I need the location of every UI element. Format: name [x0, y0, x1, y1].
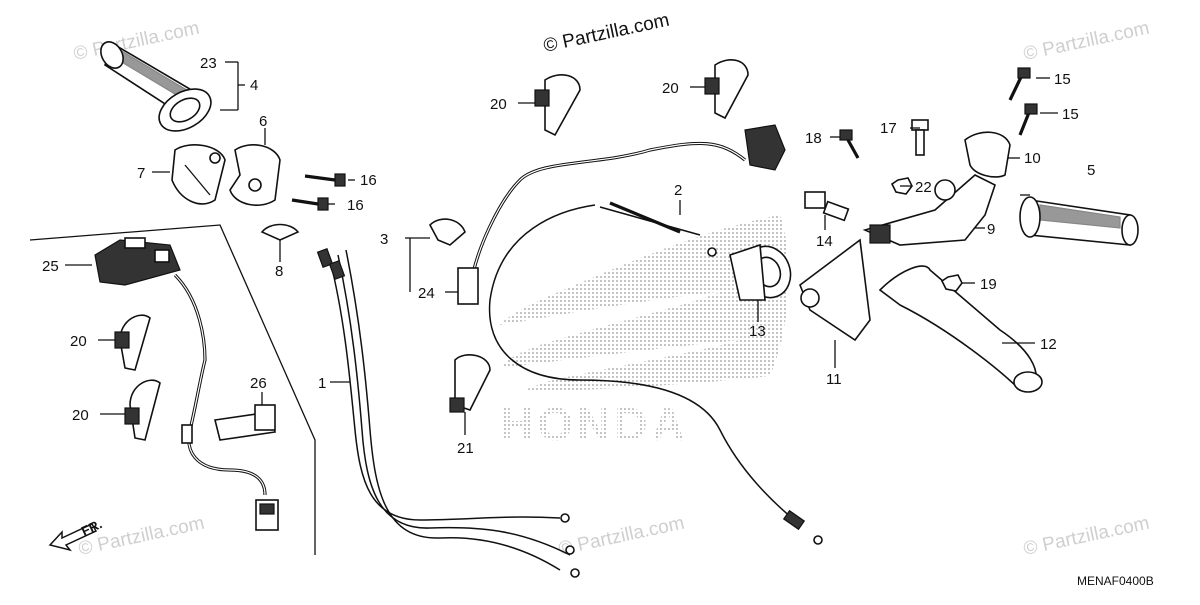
throttle-grip	[100, 41, 212, 132]
callout-24: 24	[418, 285, 435, 302]
switch-harness-cable	[457, 124, 786, 305]
callout-19: 19	[980, 276, 997, 293]
sub-assembly-boundary	[29, 224, 316, 555]
callout-4: 4	[250, 77, 258, 94]
callout-2: 2	[674, 182, 682, 199]
adjuster-14	[804, 191, 850, 222]
cable-clamp-20-left-lower	[124, 379, 161, 441]
throttle-housing-lower	[229, 144, 281, 206]
callout-6: 6	[259, 113, 267, 130]
cable-clamp-20-top-b	[704, 59, 749, 120]
callout-8: 8	[275, 263, 283, 280]
callout-20-d: 20	[72, 407, 89, 424]
clip-8	[260, 223, 300, 241]
lever-bracket-11	[799, 238, 871, 342]
diagram-code: MENAF0400B	[1077, 574, 1154, 588]
hot-start-lever-13	[729, 243, 792, 301]
callout-3: 3	[380, 231, 388, 248]
callout-15-a: 15	[1054, 71, 1071, 88]
callout-25: 25	[42, 258, 59, 275]
cable-clamp-20-top-a	[534, 74, 581, 137]
callout-16-a: 16	[360, 172, 377, 189]
callout-9: 9	[987, 221, 995, 238]
band-21	[449, 354, 491, 413]
callout-18: 18	[805, 130, 822, 147]
callout-7: 7	[137, 165, 145, 182]
left-grip-5	[1019, 196, 1139, 246]
callout-22: 22	[915, 179, 932, 196]
clutch-perch-9	[862, 174, 996, 246]
callout-14: 14	[816, 233, 833, 250]
callout-23: 23	[200, 55, 217, 72]
nut-19	[940, 274, 963, 292]
watermark: © Partzilla.com	[557, 513, 687, 560]
screw-16-b	[291, 197, 329, 211]
watermark-main: © Partzilla.com	[542, 10, 672, 57]
callout-11: 11	[826, 371, 842, 388]
clip-3	[429, 218, 466, 246]
bolt-15-a	[1008, 67, 1031, 101]
screw-16-a	[304, 173, 346, 187]
callout-20-b: 20	[662, 80, 679, 97]
clip-26	[214, 404, 276, 441]
callout-20-c: 20	[70, 333, 87, 350]
callout-5: 5	[1087, 162, 1095, 179]
throttle-cables	[316, 248, 580, 578]
throttle-housing-upper	[171, 144, 226, 205]
bolt-18	[839, 129, 860, 159]
holder-10	[964, 131, 1011, 178]
callout-13: 13	[749, 323, 766, 340]
callout-10: 10	[1024, 150, 1041, 167]
bolt-15-b	[1018, 103, 1038, 136]
callout-12: 12	[1040, 336, 1057, 353]
cable-clamp-20-left-upper	[114, 314, 151, 371]
honda-logo-text: HONDA	[500, 398, 689, 450]
honda-wing-logo: HONDA	[500, 215, 789, 450]
switch-assembly	[94, 237, 279, 531]
watermark: © Partzilla.com	[1022, 18, 1152, 65]
clutch-lever-12	[878, 265, 1043, 393]
watermark: © Partzilla.com	[1022, 513, 1152, 560]
callout-labels: 1 2 3 4 5 6 7 8 9 10 11 12 13 14 15 15 1…	[42, 55, 1095, 457]
leader-lines	[65, 61, 1058, 435]
callout-26: 26	[250, 375, 267, 392]
bolt-17	[911, 119, 929, 156]
callout-15-b: 15	[1062, 106, 1079, 123]
callout-17: 17	[880, 120, 897, 137]
callout-20-a: 20	[490, 96, 507, 113]
callout-16-b: 16	[347, 197, 364, 214]
callout-21: 21	[457, 440, 474, 457]
callout-1: 1	[318, 375, 326, 392]
clutch-cable	[488, 201, 823, 545]
